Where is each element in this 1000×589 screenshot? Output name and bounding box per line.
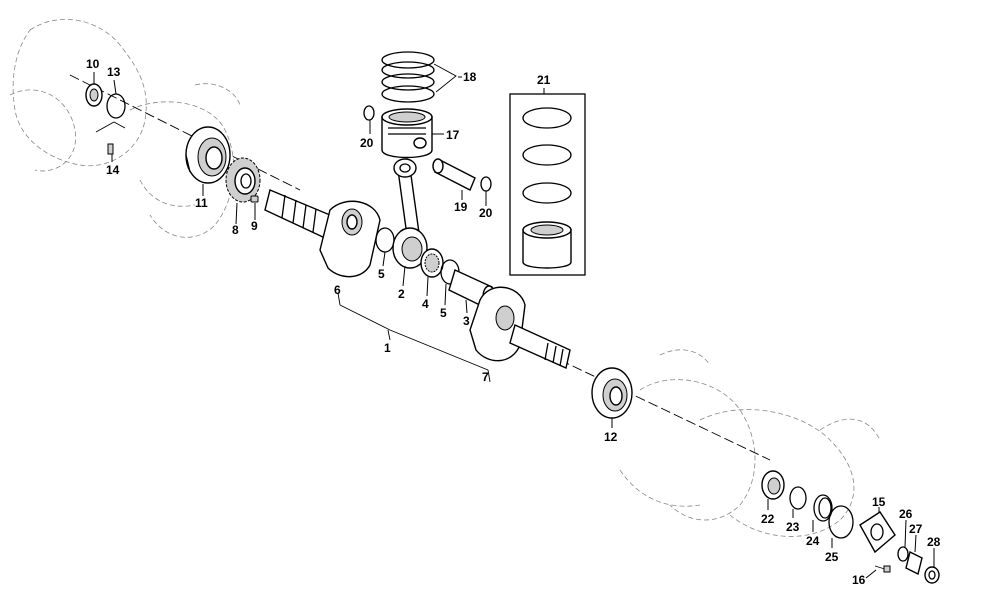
connecting-rod-2: [392, 158, 428, 269]
nut-28: [924, 566, 940, 584]
main-axis-left: [69, 74, 301, 191]
dowel-pin-14: [95, 121, 126, 155]
gasket-25: [828, 505, 854, 539]
piston-rings-18: [381, 51, 457, 103]
label-part-11: 11: [195, 196, 208, 210]
label-part-16: 16: [852, 573, 866, 587]
label-part-15: 15: [872, 495, 886, 509]
piston-kit-21: [509, 93, 586, 276]
crankshaft-left-shaft: [264, 189, 331, 240]
right-crankcase-outline: [619, 349, 881, 537]
piston-17: [381, 108, 433, 159]
label-part-19: 19: [454, 200, 468, 214]
oil-seal-22: [761, 470, 785, 500]
label-part-20-left: 20: [360, 136, 374, 150]
label-part-14: 14: [106, 163, 120, 177]
piston-pin-19: [432, 158, 476, 191]
label-part-6: 6: [334, 283, 341, 297]
main-bearing-11: [185, 126, 231, 184]
label-part-25: 25: [825, 550, 839, 564]
label-part-17: 17: [446, 128, 460, 142]
label-part-8: 8: [232, 223, 239, 237]
label-part-26: 26: [899, 507, 913, 521]
left-crankcase-outline: [9, 18, 241, 238]
washer-23: [789, 486, 807, 510]
spacer-27: [905, 550, 923, 576]
label-part-23: 23: [786, 520, 800, 534]
label-part-13: 13: [107, 65, 121, 79]
bolt-16: [874, 565, 891, 573]
piston-pin-clip-20-right: [480, 176, 492, 192]
label-part-4: 4: [422, 297, 429, 311]
label-part-2: 2: [398, 287, 405, 301]
key-9: [250, 195, 259, 203]
label-part-9: 9: [251, 219, 258, 233]
label-part-5-right: 5: [440, 306, 447, 320]
label-part-10: 10: [86, 57, 100, 71]
crank-web-6: [319, 200, 381, 278]
main-bearing-12: [591, 367, 633, 419]
callout-leaders: [93, 72, 935, 579]
label-part-20-right: 20: [479, 206, 493, 220]
oil-seal-10: [85, 83, 103, 107]
needle-bearing-4: [420, 248, 444, 278]
piston-pin-clip-20-left: [363, 105, 375, 121]
label-part-12: 12: [604, 430, 618, 444]
crankshaft-assembly-bracket: [337, 292, 491, 383]
part-labels: 10 13 14 11 8 9 20 17 18 21 19 20 5 2 4 …: [86, 57, 941, 587]
timing-gear-8: [225, 157, 261, 203]
label-part-18: 18: [463, 70, 477, 84]
o-ring-26: [897, 546, 909, 562]
main-axis-right: [559, 359, 771, 461]
crankshaft-right-shaft: [509, 324, 571, 369]
label-part-1: 1: [384, 341, 391, 355]
label-part-3: 3: [463, 314, 470, 328]
cover-plate-15: [859, 511, 896, 554]
label-part-21: 21: [537, 73, 551, 87]
thrust-washer-5-left: [375, 227, 395, 253]
label-part-7: 7: [482, 370, 489, 384]
label-part-22: 22: [761, 512, 775, 526]
label-part-24: 24: [806, 534, 820, 548]
circlip-24: [813, 494, 833, 522]
label-part-28: 28: [927, 535, 941, 549]
label-part-27: 27: [909, 522, 923, 536]
label-part-5-left: 5: [378, 267, 385, 281]
